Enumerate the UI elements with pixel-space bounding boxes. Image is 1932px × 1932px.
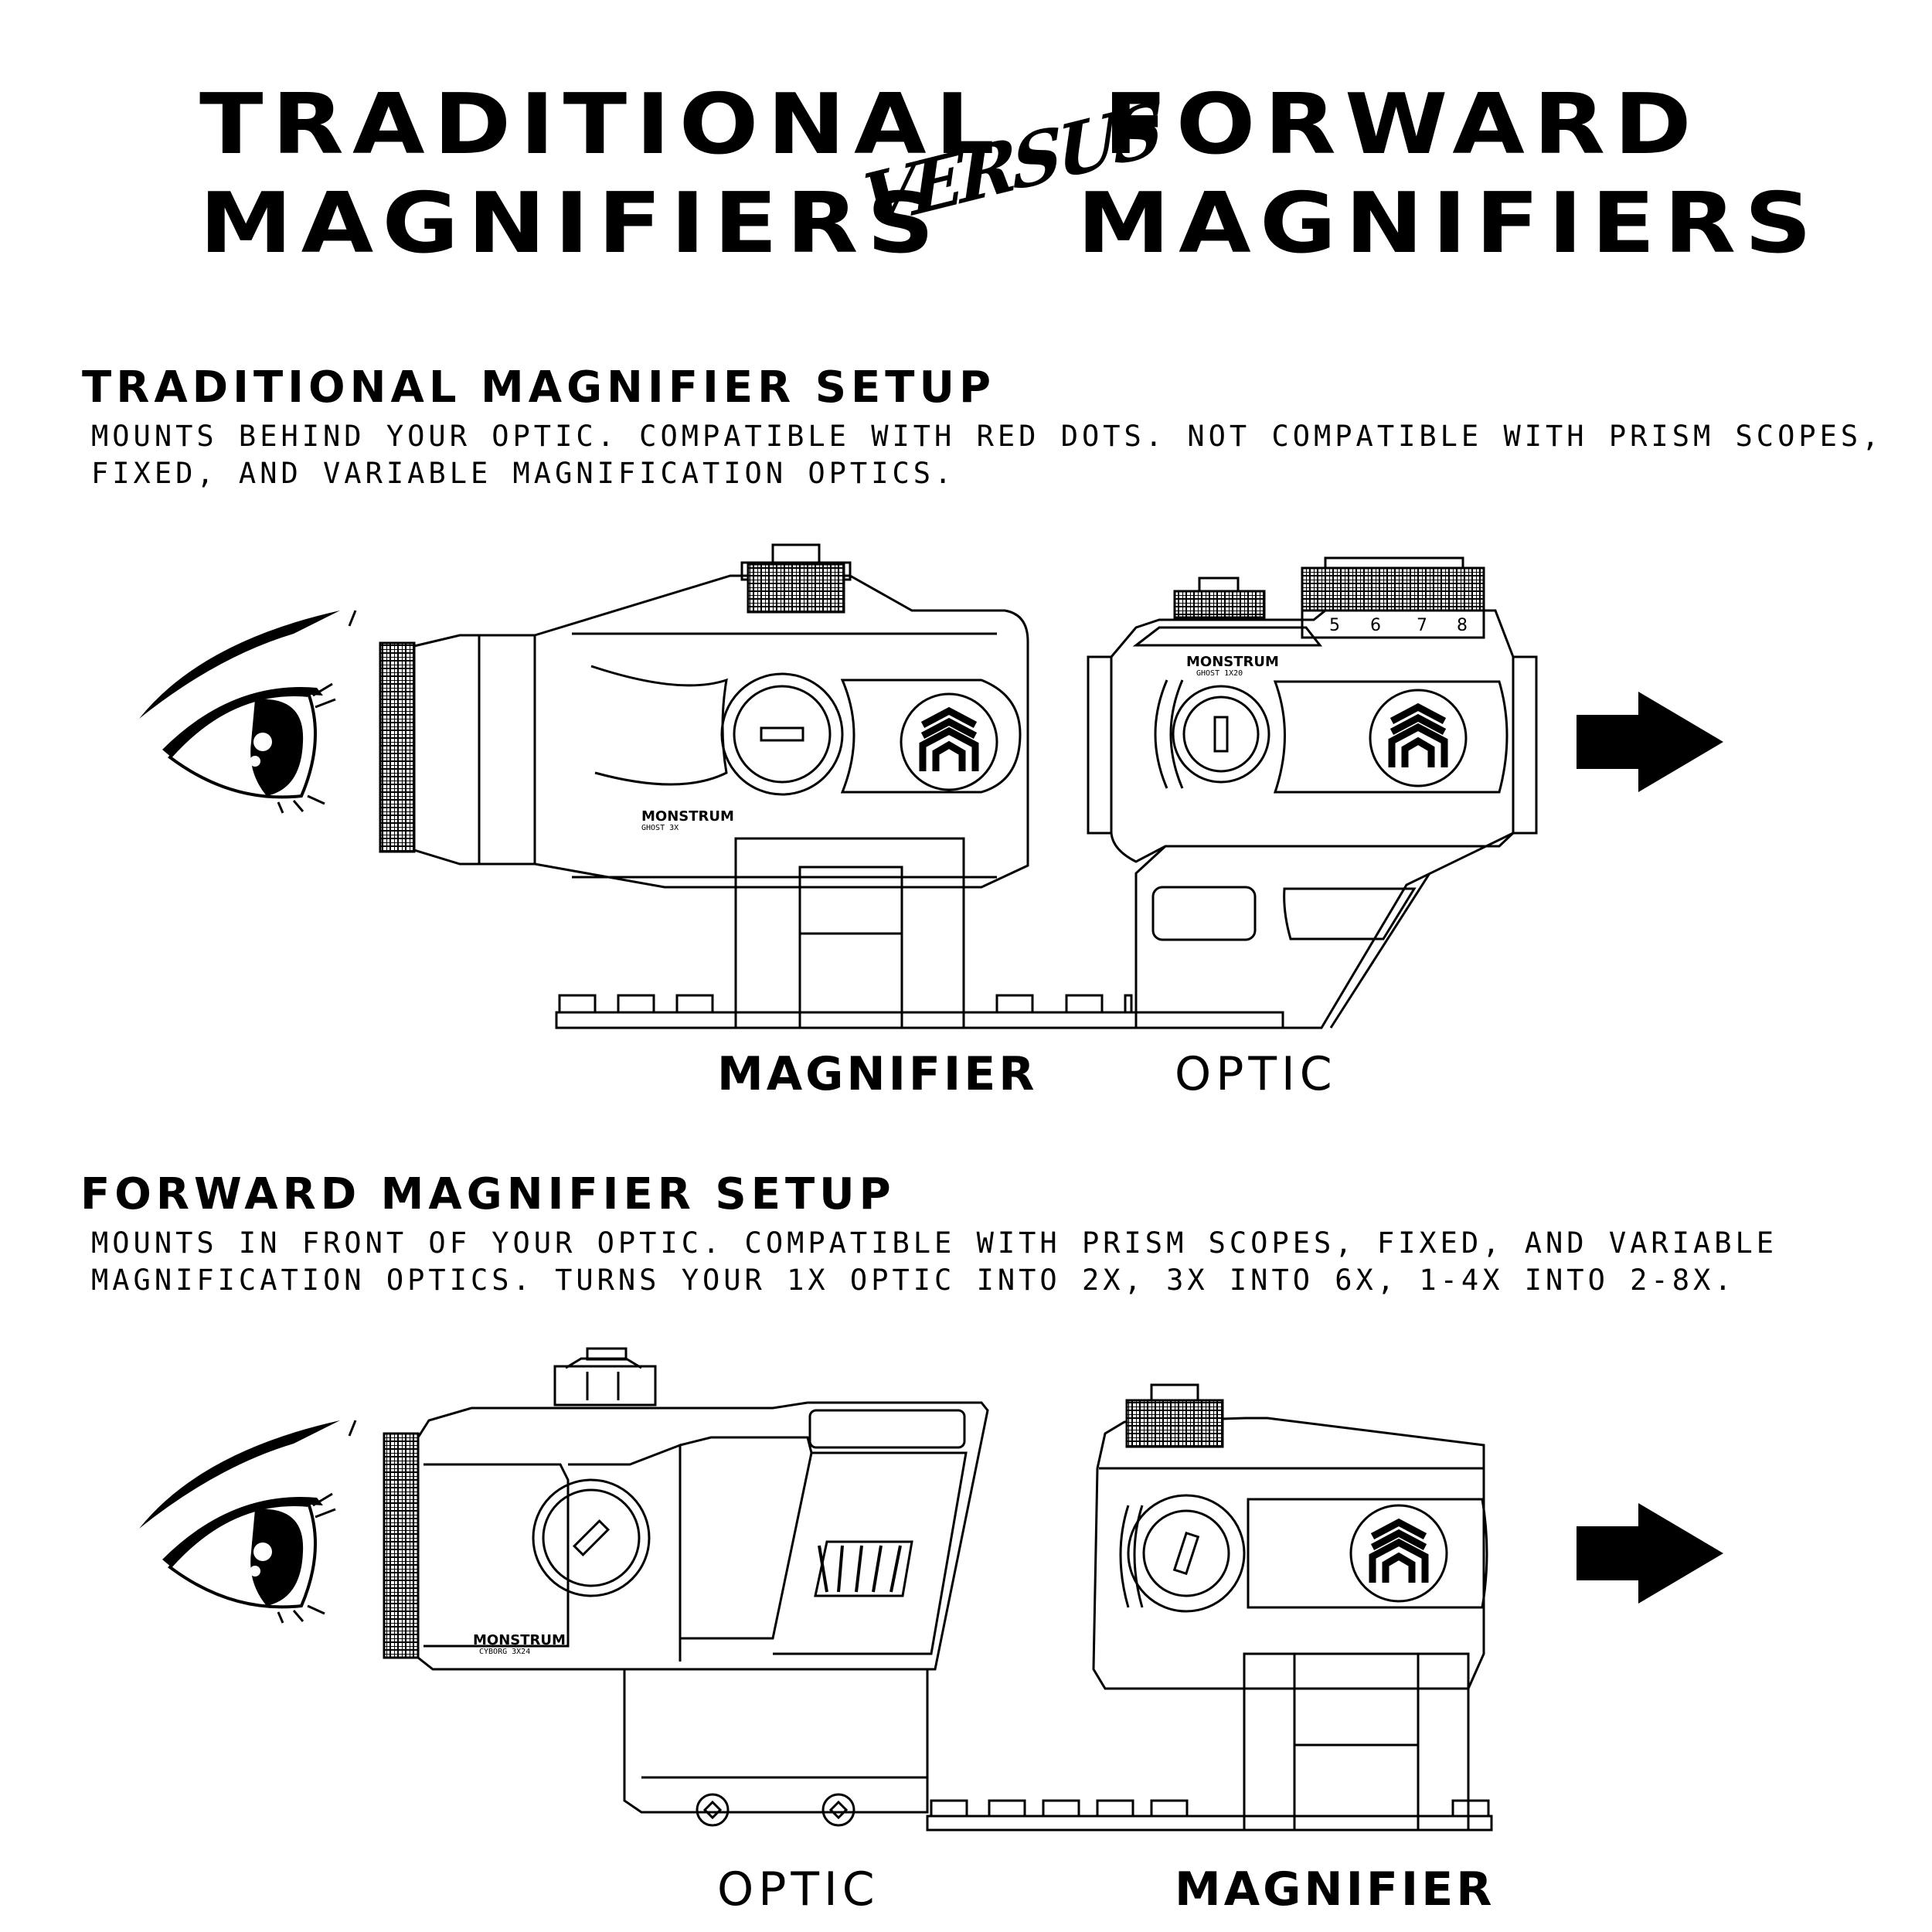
header-left-line1: TRADITIONAL [199, 77, 1004, 173]
header-forward-magnifiers: FORWARD MAGNIFIERS [1077, 76, 1821, 274]
forward-setup-title: FORWARD MAGNIFIER SETUP [80, 1169, 896, 1219]
dial-number-7: 7 [1417, 616, 1427, 635]
header-right-line1: FORWARD [1103, 77, 1700, 173]
magnifier-brand: MONSTRUM [641, 808, 734, 825]
dial-number-5: 5 [1329, 616, 1340, 635]
picatinny-rail [555, 994, 1284, 1029]
magnifier-model: GHOST 3X [641, 824, 679, 832]
optic-illustration: MONSTRUM CYBORG 3X24 [383, 1347, 989, 1827]
traditional-setup-description: MOUNTS BEHIND YOUR OPTIC. COMPATIBLE WIT… [91, 418, 1900, 492]
traditional-optic-label: OPTIC [1175, 1047, 1337, 1101]
forward-desc-line2: MAGNIFICATION OPTICS. TURNS YOUR 1X OPTI… [91, 1264, 1736, 1297]
eye-icon [138, 609, 357, 815]
magnifier-illustration [1092, 1383, 1488, 1832]
optic-model: GHOST 1X20 [1196, 669, 1243, 678]
optic-model: CYBORG 3X24 [479, 1648, 530, 1656]
header-right-line2: MAGNIFIERS [1077, 175, 1821, 272]
header-traditional-magnifiers: TRADITIONAL MAGNIFIERS [199, 76, 1003, 274]
optic-brand: MONSTRUM [1186, 654, 1279, 670]
traditional-desc-line1: MOUNTS BEHIND YOUR OPTIC. COMPATIBLE WIT… [91, 420, 1883, 453]
magnifier-illustration: MONSTRUM GHOST 3X [379, 543, 1029, 1029]
forward-setup-description: MOUNTS IN FRONT OF YOUR OPTIC. COMPATIBL… [91, 1225, 1900, 1299]
forward-desc-line1: MOUNTS IN FRONT OF YOUR OPTIC. COMPATIBL… [91, 1226, 1778, 1260]
eye-icon [138, 1419, 357, 1624]
arrow-right-icon [1577, 1503, 1723, 1604]
optic-illustration: 5 6 7 8 MONSTRUM GHOST 1X20 [1087, 556, 1538, 1029]
dial-number-8: 8 [1457, 616, 1468, 635]
traditional-desc-line2: FIXED, AND VARIABLE MAGNIFICATION OPTICS… [91, 457, 956, 490]
magnification-dial-numbers: 5 6 7 8 [1329, 616, 1468, 635]
picatinny-rail [926, 1799, 1493, 1832]
dial-number-6: 6 [1370, 616, 1381, 635]
optic-brand: MONSTRUM [473, 1632, 566, 1648]
arrow-right-icon [1577, 692, 1723, 792]
forward-magnifier-label: MAGNIFIER [1175, 1862, 1495, 1917]
header-left-line2: MAGNIFIERS [199, 175, 944, 272]
traditional-setup-title: TRADITIONAL MAGNIFIER SETUP [82, 362, 996, 413]
forward-setup-illustration: MONSTRUM CYBORG 3X24 [138, 1347, 1723, 1832]
traditional-magnifier-label: MAGNIFIER [717, 1047, 1038, 1101]
traditional-setup-illustration: MONSTRUM GHOST 3X 5 6 7 8 [138, 543, 1723, 1029]
forward-optic-label: OPTIC [717, 1862, 879, 1917]
